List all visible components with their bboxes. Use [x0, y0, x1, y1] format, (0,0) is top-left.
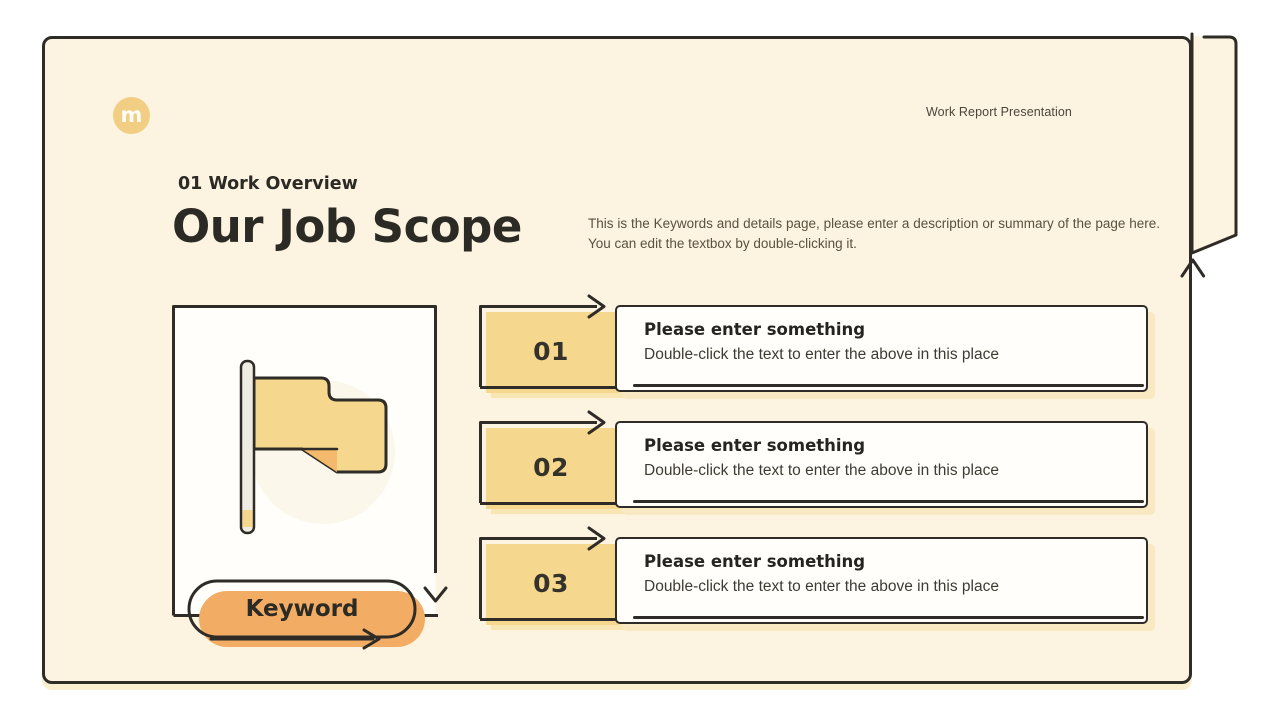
flag-fold [302, 449, 337, 472]
arrow-right-icon [587, 410, 606, 435]
keyword-pill [187, 579, 425, 650]
item-subtitle[interactable]: Double-click the text to enter the above… [644, 462, 999, 479]
item-textbox[interactable]: Please enter something Double-click the … [615, 537, 1148, 624]
textbox-underline [633, 500, 1144, 503]
flag-banner [252, 376, 388, 474]
item-number: 03 [533, 568, 569, 598]
arrow-up-icon [1180, 258, 1206, 278]
list-item: 01 Please enter something Double-click t… [478, 294, 1158, 398]
section-kicker[interactable]: 01 Work Overview [178, 174, 358, 194]
slide-canvas: m Work Report Presentation 01 Work Overv… [42, 36, 1192, 684]
page-title[interactable]: Our Job Scope [172, 200, 522, 253]
textbox-underline [633, 616, 1144, 619]
flag-pole [241, 361, 254, 533]
arrow-right-icon [587, 526, 606, 551]
list-item: 03 Please enter something Double-click t… [478, 526, 1158, 630]
arrow-right-icon [362, 628, 381, 650]
item-list: 01 Please enter something Double-click t… [478, 294, 1158, 653]
item-textbox[interactable]: Please enter something Double-click the … [615, 421, 1148, 508]
arrow-down-icon [423, 586, 448, 603]
page-description[interactable]: This is the Keywords and details page, p… [588, 216, 1160, 251]
presentation-label: Work Report Presentation [926, 105, 1072, 119]
item-title[interactable]: Please enter something [644, 436, 866, 455]
textbox-underline [633, 384, 1144, 387]
keyword-pill-label[interactable]: Keyword [245, 596, 359, 622]
item-number: 01 [533, 336, 569, 366]
item-title[interactable]: Please enter something [644, 320, 866, 339]
list-item: 02 Please enter something Double-click t… [478, 410, 1158, 514]
item-title[interactable]: Please enter something [644, 552, 866, 571]
arrow-right-icon [587, 294, 606, 319]
brand-logo: m [113, 97, 150, 134]
number-box [479, 410, 624, 514]
number-box [479, 294, 624, 398]
flag-icon [239, 359, 395, 535]
brand-logo-letter: m [120, 103, 143, 127]
number-box [479, 526, 624, 630]
item-number: 02 [533, 452, 569, 482]
item-textbox[interactable]: Please enter something Double-click the … [615, 305, 1148, 392]
page-fold-flap [1190, 32, 1238, 255]
item-subtitle[interactable]: Double-click the text to enter the above… [644, 346, 999, 363]
item-subtitle[interactable]: Double-click the text to enter the above… [644, 578, 999, 595]
